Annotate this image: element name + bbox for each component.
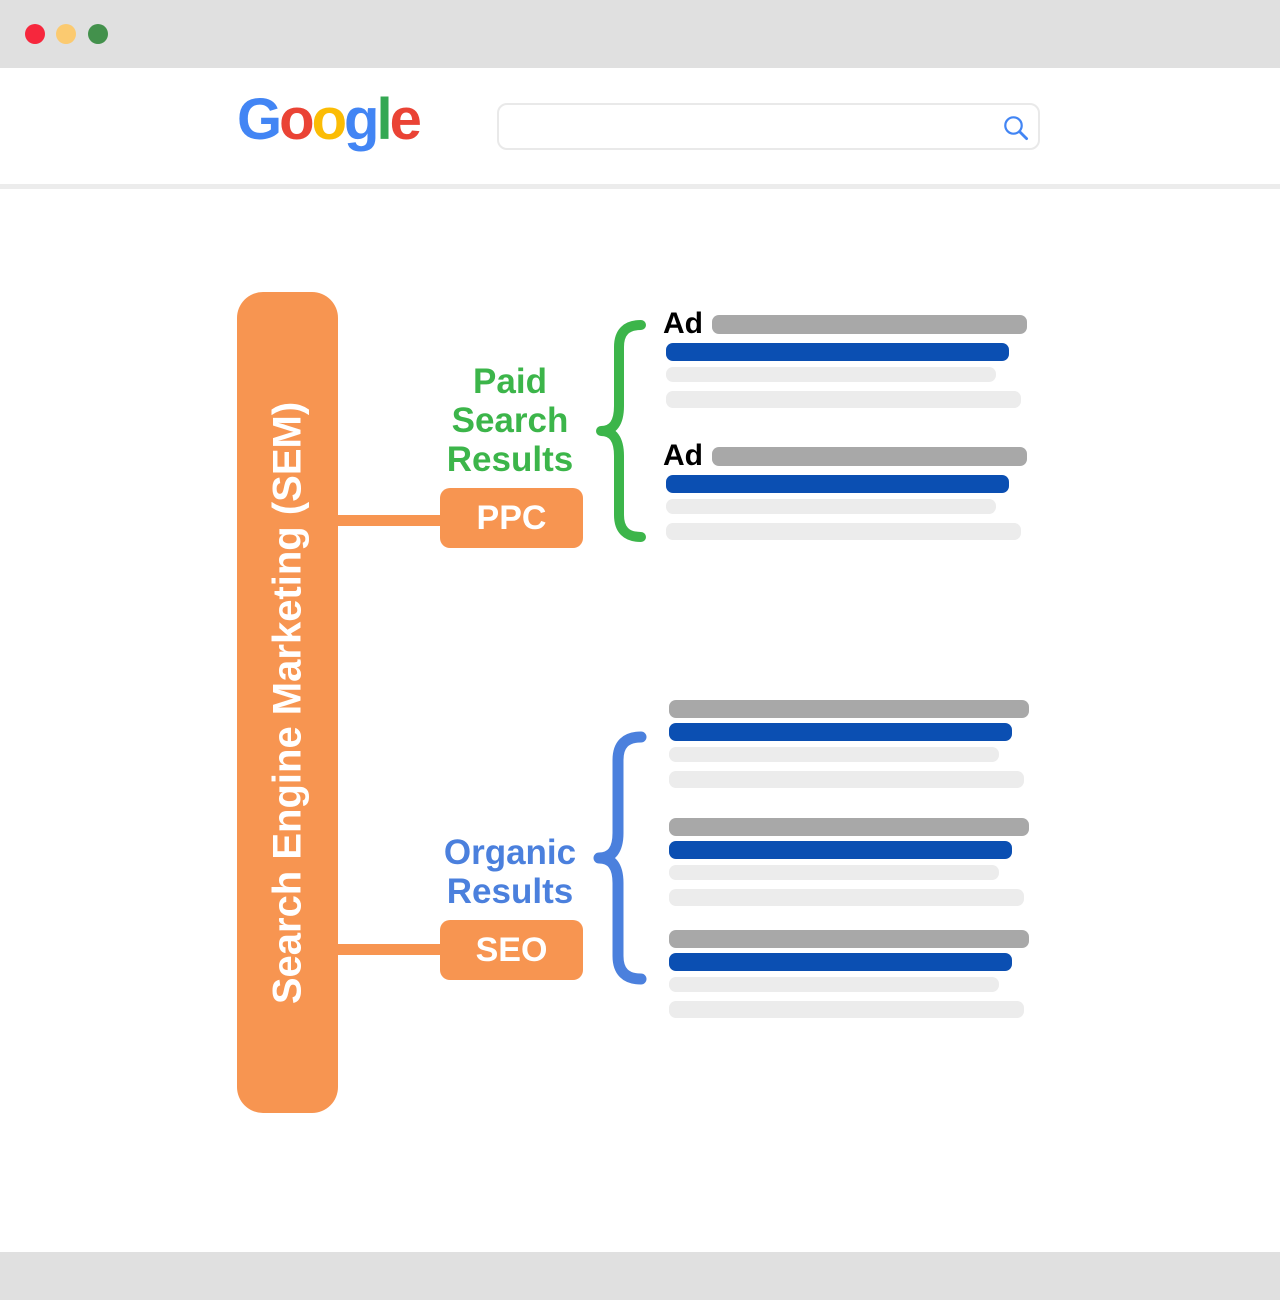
result-link-bar (669, 723, 1012, 741)
connector-sem-to-ppc (338, 515, 441, 526)
result-desc-bar (669, 977, 999, 992)
result-link-bar (669, 953, 1012, 971)
result-link-bar (669, 841, 1012, 859)
window-titlebar (0, 0, 1280, 68)
organic-label-line: Results (446, 872, 574, 911)
organic-result (663, 700, 1030, 788)
result-title-bar (712, 446, 1027, 466)
header-divider (0, 184, 1280, 189)
result-title-bar (669, 818, 1029, 836)
ad-row: Ad (663, 307, 1030, 340)
logo-letter: l (376, 87, 392, 152)
result-title-bar (669, 930, 1029, 948)
paid-search-results-label: Paid Search Results (420, 362, 600, 479)
paid-brace-icon (596, 320, 646, 542)
paid-result: Ad (663, 439, 1030, 540)
connector-sem-to-seo (338, 944, 441, 955)
seo-node-label: SEO (475, 930, 548, 969)
result-title-bar (669, 700, 1029, 718)
close-button[interactable] (25, 24, 45, 44)
paid-label-line: Paid (473, 362, 547, 401)
result-title-bar (712, 314, 1027, 334)
google-logo: Google (237, 87, 422, 152)
ad-row: Ad (663, 439, 1030, 472)
logo-letter: o (311, 87, 347, 152)
magnifier-icon[interactable] (1002, 114, 1030, 142)
organic-brace-icon (593, 731, 647, 985)
logo-letter: g (344, 87, 379, 152)
result-desc-bar (669, 771, 1024, 788)
result-link-bar (666, 343, 1009, 361)
result-link-bar (666, 475, 1009, 493)
ppc-node-label: PPC (476, 498, 547, 537)
result-desc-bar (666, 391, 1021, 408)
organic-label-line: Organic (443, 833, 577, 872)
search-input[interactable] (497, 103, 1040, 150)
minimize-button[interactable] (56, 24, 76, 44)
seo-node: SEO (440, 920, 583, 980)
paid-label-line: Search (451, 401, 569, 440)
maximize-button[interactable] (88, 24, 108, 44)
paid-label-line: Results (446, 440, 574, 479)
result-desc-bar (666, 523, 1021, 540)
ad-badge: Ad (663, 307, 703, 340)
ad-badge: Ad (663, 439, 703, 472)
logo-letter: G (237, 87, 282, 152)
organic-result (663, 818, 1030, 906)
logo-letter: o (279, 87, 314, 152)
ppc-node: PPC (440, 488, 583, 548)
logo-letter: e (389, 87, 422, 152)
result-desc-bar (666, 367, 996, 382)
result-desc-bar (669, 865, 999, 880)
result-desc-bar (669, 889, 1024, 906)
organic-results-label: Organic Results (415, 833, 605, 911)
result-desc-bar (666, 499, 996, 514)
paid-result: Ad (663, 307, 1030, 408)
sem-root-node: Search Engine Marketing (SEM) (237, 292, 338, 1113)
organic-result (663, 930, 1030, 1018)
window-footer (0, 1252, 1280, 1300)
result-desc-bar (669, 1001, 1024, 1018)
result-desc-bar (669, 747, 999, 762)
sem-root-label: Search Engine Marketing (SEM) (265, 401, 309, 1004)
